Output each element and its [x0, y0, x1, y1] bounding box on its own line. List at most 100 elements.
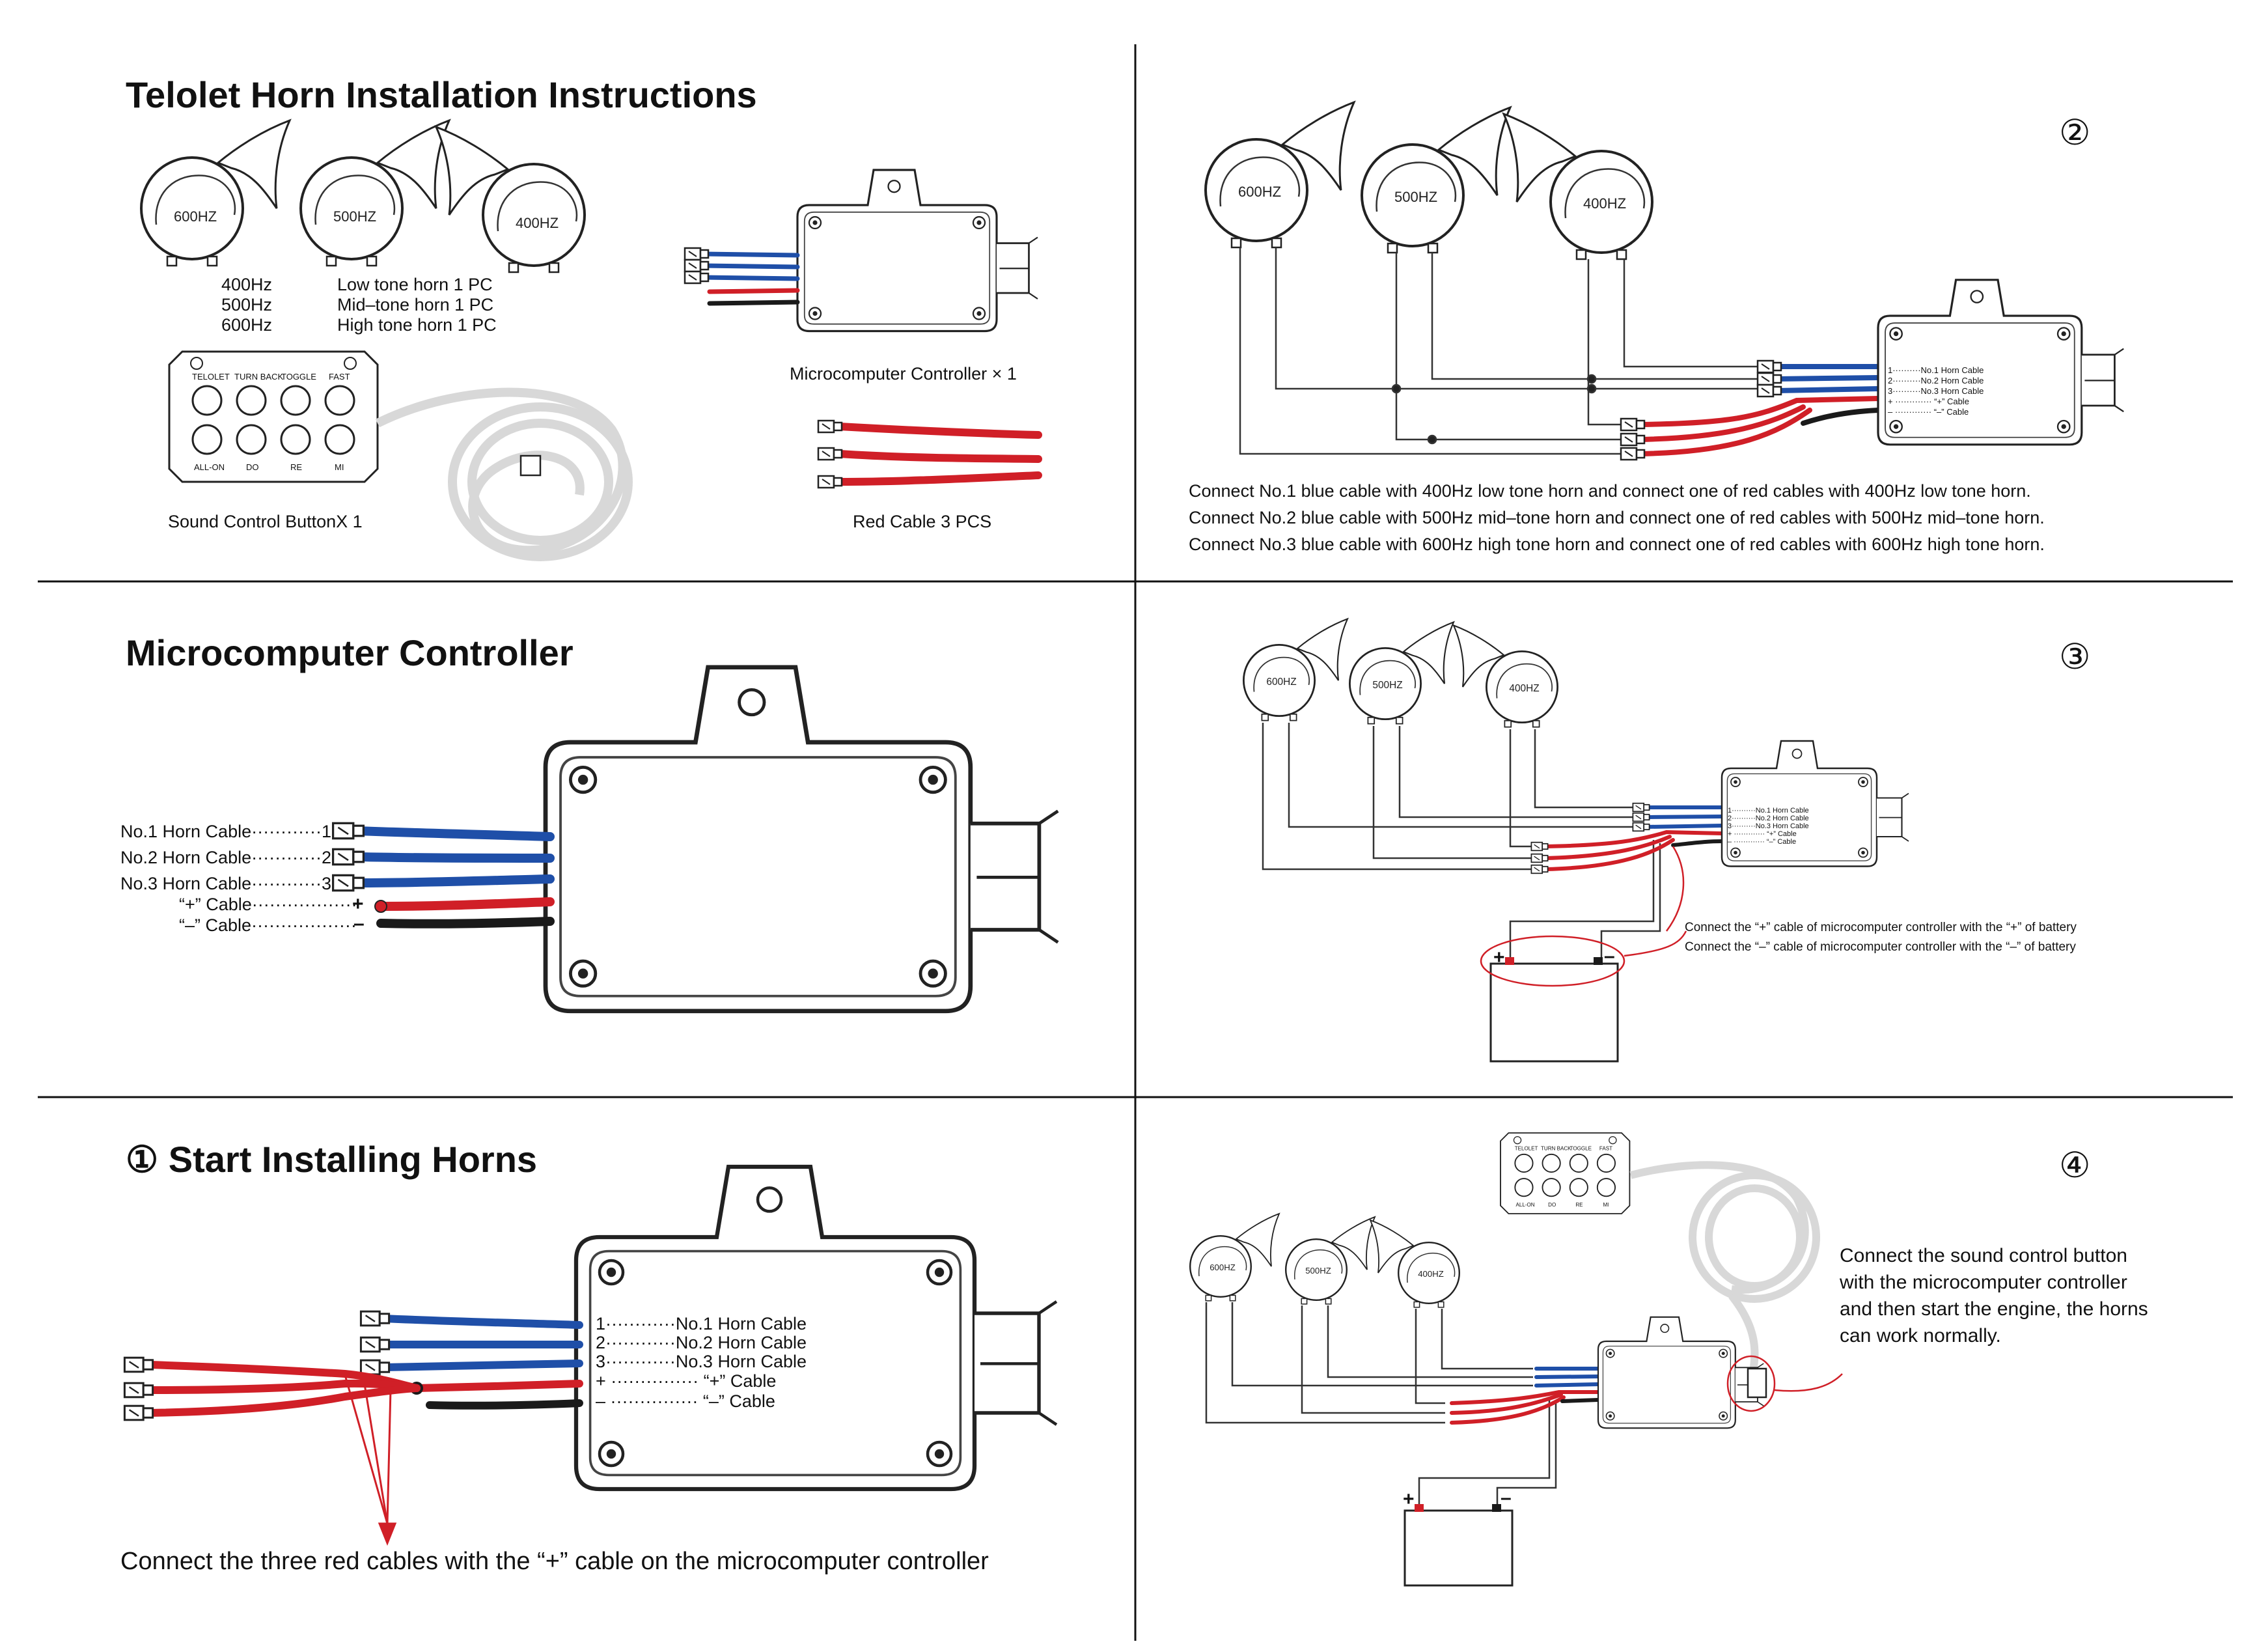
horn-list: 400Hz Low tone horn 1 PC 500Hz Mid–tone …	[221, 275, 497, 335]
svg-text:DO: DO	[246, 462, 259, 472]
svg-text:Connect the sound control butt: Connect the sound control button	[1840, 1245, 2127, 1266]
step-number-3: ③	[2059, 636, 2090, 677]
svg-text:– ············· “–” Cable: – ············· “–” Cable	[1728, 838, 1796, 846]
horn-400hz: 400HZ	[435, 126, 586, 273]
svg-text:1··········No.1 Horn Cable: 1··········No.1 Horn Cable	[1888, 365, 1984, 375]
sound-control-button: TELOLET TURN BACK TOGGLE FAST ALL-ON DO …	[168, 350, 379, 483]
svg-text:TOGGLE: TOGGLE	[1570, 1146, 1592, 1152]
svg-text:3············No.3 Horn Cable: 3············No.3 Horn Cable	[596, 1352, 807, 1371]
controller-wires-large	[331, 822, 555, 928]
battery-plus: +	[1403, 1488, 1415, 1510]
battery-minus: –	[1500, 1487, 1512, 1509]
svg-text:400HZ: 400HZ	[1509, 683, 1539, 694]
svg-text:TURN BACK: TURN BACK	[234, 372, 283, 382]
annotation-plug	[1726, 1355, 1843, 1412]
controller-wires-4	[1450, 1367, 1600, 1425]
svg-text:500HZ: 500HZ	[333, 208, 376, 225]
svg-text:– ··············· “–” Cable: – ··············· “–” Cable	[596, 1391, 775, 1411]
svg-text:600HZ: 600HZ	[1266, 677, 1296, 688]
svg-text:can work normally.: can work normally.	[1840, 1325, 2001, 1346]
step-2-line-3: Connect No.3 blue cable with 600Hz high …	[1189, 535, 2045, 554]
horn-400hz: 400HZ	[1452, 624, 1559, 728]
horn-list-freq-3: 600Hz	[221, 315, 272, 335]
controller-plug	[1747, 1367, 1767, 1399]
step-1-wires	[123, 1310, 583, 1421]
svg-text:+: +	[352, 893, 364, 915]
svg-text:FAST: FAST	[329, 372, 350, 382]
horn-400hz: 400HZ	[1502, 113, 1653, 260]
horn-600hz: 600HZ	[1189, 1212, 1280, 1302]
svg-text:600HZ: 600HZ	[1238, 184, 1281, 200]
svg-text:FAST: FAST	[1599, 1146, 1612, 1152]
step-2-line-1: Connect No.1 blue cable with 400Hz low t…	[1189, 481, 2031, 501]
panel-step-1: ① Start Installing Horns	[120, 1139, 1057, 1575]
svg-text:ALL-ON: ALL-ON	[1516, 1202, 1535, 1208]
horn-list-desc-1: Low tone horn 1 PC	[337, 275, 493, 294]
horn-500hz: 500HZ	[1361, 106, 1512, 254]
page-title: Telolet Horn Installation Instructions	[126, 74, 757, 115]
step-4-text: Connect the sound control button with th…	[1839, 1245, 2148, 1346]
svg-text:with the microcomputer control: with the microcomputer controller	[1839, 1272, 2127, 1293]
controller-wires-2	[1620, 359, 1881, 461]
sound-button-caption: Sound Control ButtonX 1	[168, 512, 363, 531]
step-number-4: ④	[2059, 1145, 2090, 1186]
horn-500hz: 500HZ	[1284, 1216, 1376, 1305]
svg-text:3··········No.3 Horn Cable: 3··········No.3 Horn Cable	[1728, 822, 1809, 830]
panel-step-2: ② 600HZ 500HZ 400HZ	[1189, 101, 2125, 554]
controller-labels-3: 1··········No.1 Horn Cable 2··········No…	[1728, 807, 1809, 846]
svg-text:TURN BACK: TURN BACK	[1541, 1146, 1571, 1152]
microcomputer-controller-2	[1877, 279, 2125, 446]
panel-step-4: ④ TELOLET TURN BACK TOGGLE FAST ALL-ON D…	[1189, 1132, 2148, 1587]
horn-list-desc-2: Mid–tone horn 1 PC	[337, 295, 493, 314]
horn-500hz: 500HZ	[1348, 621, 1455, 725]
battery-minus: –	[1604, 945, 1615, 967]
horn-600hz: 600HZ	[1243, 618, 1349, 721]
svg-text:“–” Cable··················: “–” Cable··················	[179, 915, 357, 935]
battery-4: + –	[1403, 1487, 1514, 1587]
svg-text:–: –	[353, 913, 365, 934]
red-cable-caption: Red Cable 3 PCS	[853, 512, 991, 531]
svg-text:TELOLET: TELOLET	[1515, 1146, 1538, 1152]
svg-text:+ ············· “+” Cable: + ············· “+” Cable	[1888, 397, 1969, 406]
svg-text:– ············· “–” Cable: – ············· “–” Cable	[1888, 407, 1969, 417]
step-1-cable-labels: 1············No.1 Horn Cable 2··········…	[596, 1314, 807, 1411]
svg-text:2··········No.2 Horn Cable: 2··········No.2 Horn Cable	[1728, 815, 1809, 822]
horn-list-desc-3: High tone horn 1 PC	[337, 315, 497, 335]
battery-plus: +	[1493, 947, 1505, 968]
svg-text:400HZ: 400HZ	[1583, 195, 1626, 212]
horn-list-freq-1: 400Hz	[221, 275, 272, 294]
svg-text:500HZ: 500HZ	[1305, 1266, 1331, 1276]
svg-text:+ ············· “+” Cable: + ············· “+” Cable	[1728, 830, 1797, 838]
panel-controller-detail: Microcomputer Controller No.1 Horn Cable…	[120, 632, 1058, 1011]
panel-parts-list: Telolet Horn Installation Instructions 6…	[126, 74, 1042, 561]
svg-text:ALL-ON: ALL-ON	[194, 462, 225, 472]
svg-text:500HZ: 500HZ	[1372, 680, 1402, 691]
step-1-arrows	[344, 1374, 397, 1546]
svg-text:No.2 Horn Cable············2: No.2 Horn Cable············2	[120, 848, 331, 867]
svg-text:No.3 Horn Cable············3: No.3 Horn Cable············3	[120, 874, 331, 893]
horn-600hz: 600HZ	[1204, 101, 1355, 249]
panel-step-3: ③ 600HZ 500HZ 400HZ	[1243, 618, 2090, 1063]
svg-text:DO: DO	[1548, 1202, 1556, 1208]
sound-control-button-4: TELOLET TURN BACK TOGGLE FAST ALL-ON DO …	[1500, 1132, 1631, 1214]
svg-text:MI: MI	[335, 462, 344, 472]
battery-note-plus: Connect the “+” cable of microcomputer c…	[1685, 921, 2077, 934]
svg-text:2··········No.2 Horn Cable: 2··········No.2 Horn Cable	[1888, 376, 1984, 385]
svg-text:600HZ: 600HZ	[174, 208, 217, 225]
svg-text:2············No.2 Horn Cable: 2············No.2 Horn Cable	[596, 1333, 807, 1352]
controller-labels-2: 1··········No.1 Horn Cable 2··········No…	[1888, 365, 1984, 417]
step-number-2: ②	[2059, 112, 2090, 153]
horn-600hz: 600HZ	[140, 119, 291, 267]
microcomputer-controller-large	[546, 667, 1058, 1011]
svg-text:No.1 Horn Cable············1: No.1 Horn Cable············1	[120, 822, 331, 841]
svg-text:“+” Cable··················: “+” Cable··················	[179, 895, 357, 914]
controller-cable-labels: No.1 Horn Cable············1 No.2 Horn C…	[120, 822, 365, 935]
svg-text:600HZ: 600HZ	[1210, 1262, 1236, 1272]
step-1-caption: Connect the three red cables with the “+…	[120, 1548, 989, 1575]
svg-text:RE: RE	[1575, 1202, 1583, 1208]
svg-text:RE: RE	[290, 462, 302, 472]
annotation-highlights	[1480, 846, 1687, 987]
step-1-title: ① Start Installing Horns	[126, 1139, 537, 1180]
svg-text:TOGGLE: TOGGLE	[281, 372, 316, 382]
battery-note-minus: Connect the “–” cable of microcomputer c…	[1685, 940, 2076, 954]
